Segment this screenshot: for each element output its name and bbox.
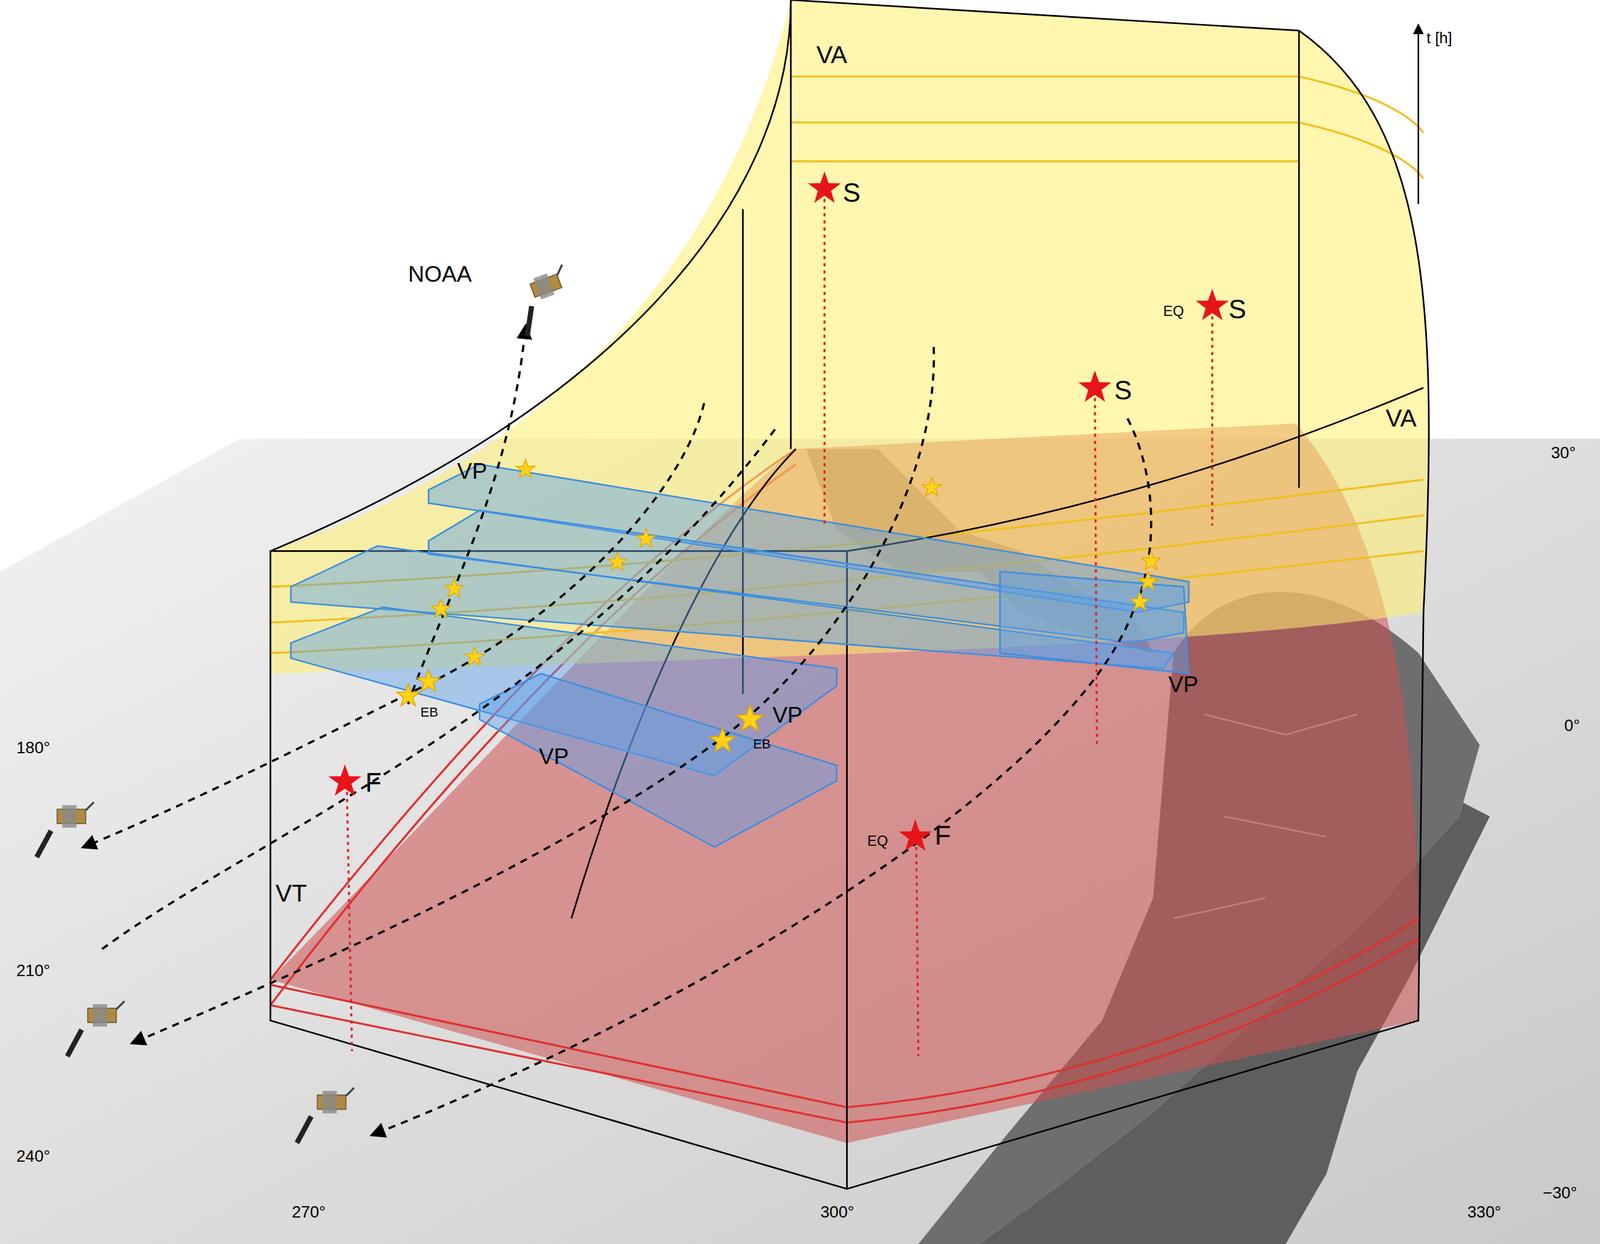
- map-label: F: [365, 769, 382, 797]
- map-label: 240°: [16, 1148, 50, 1165]
- map-label: 30°: [1550, 444, 1576, 461]
- map-label: NOAA: [407, 263, 472, 286]
- map-label: VP: [772, 704, 803, 727]
- map-label: S: [1114, 377, 1132, 404]
- map-label: 330°: [1467, 1204, 1501, 1221]
- map-label: 180°: [16, 739, 50, 756]
- map-label: S: [842, 179, 861, 207]
- map-label: VP: [1168, 673, 1199, 696]
- map-label: 300°: [820, 1204, 854, 1221]
- map-label: t [h]: [1426, 30, 1452, 46]
- map-label: 0°: [1564, 717, 1581, 734]
- map-label: EB: [420, 705, 439, 720]
- map-label: VT: [275, 881, 308, 907]
- map-label: VA: [1385, 406, 1417, 431]
- map-label: VP: [457, 460, 488, 483]
- map-label: S: [1228, 296, 1247, 323]
- map-label: −30°: [1542, 1184, 1578, 1202]
- map-label: EQ: [867, 833, 889, 849]
- map-label: 270°: [292, 1204, 326, 1221]
- map-label: 210°: [16, 962, 50, 979]
- map-label: F: [934, 822, 952, 849]
- map-label: EB: [752, 737, 771, 752]
- map-label: VA: [816, 42, 848, 68]
- map-label: VP: [538, 745, 569, 768]
- map-label: EQ: [1163, 304, 1184, 319]
